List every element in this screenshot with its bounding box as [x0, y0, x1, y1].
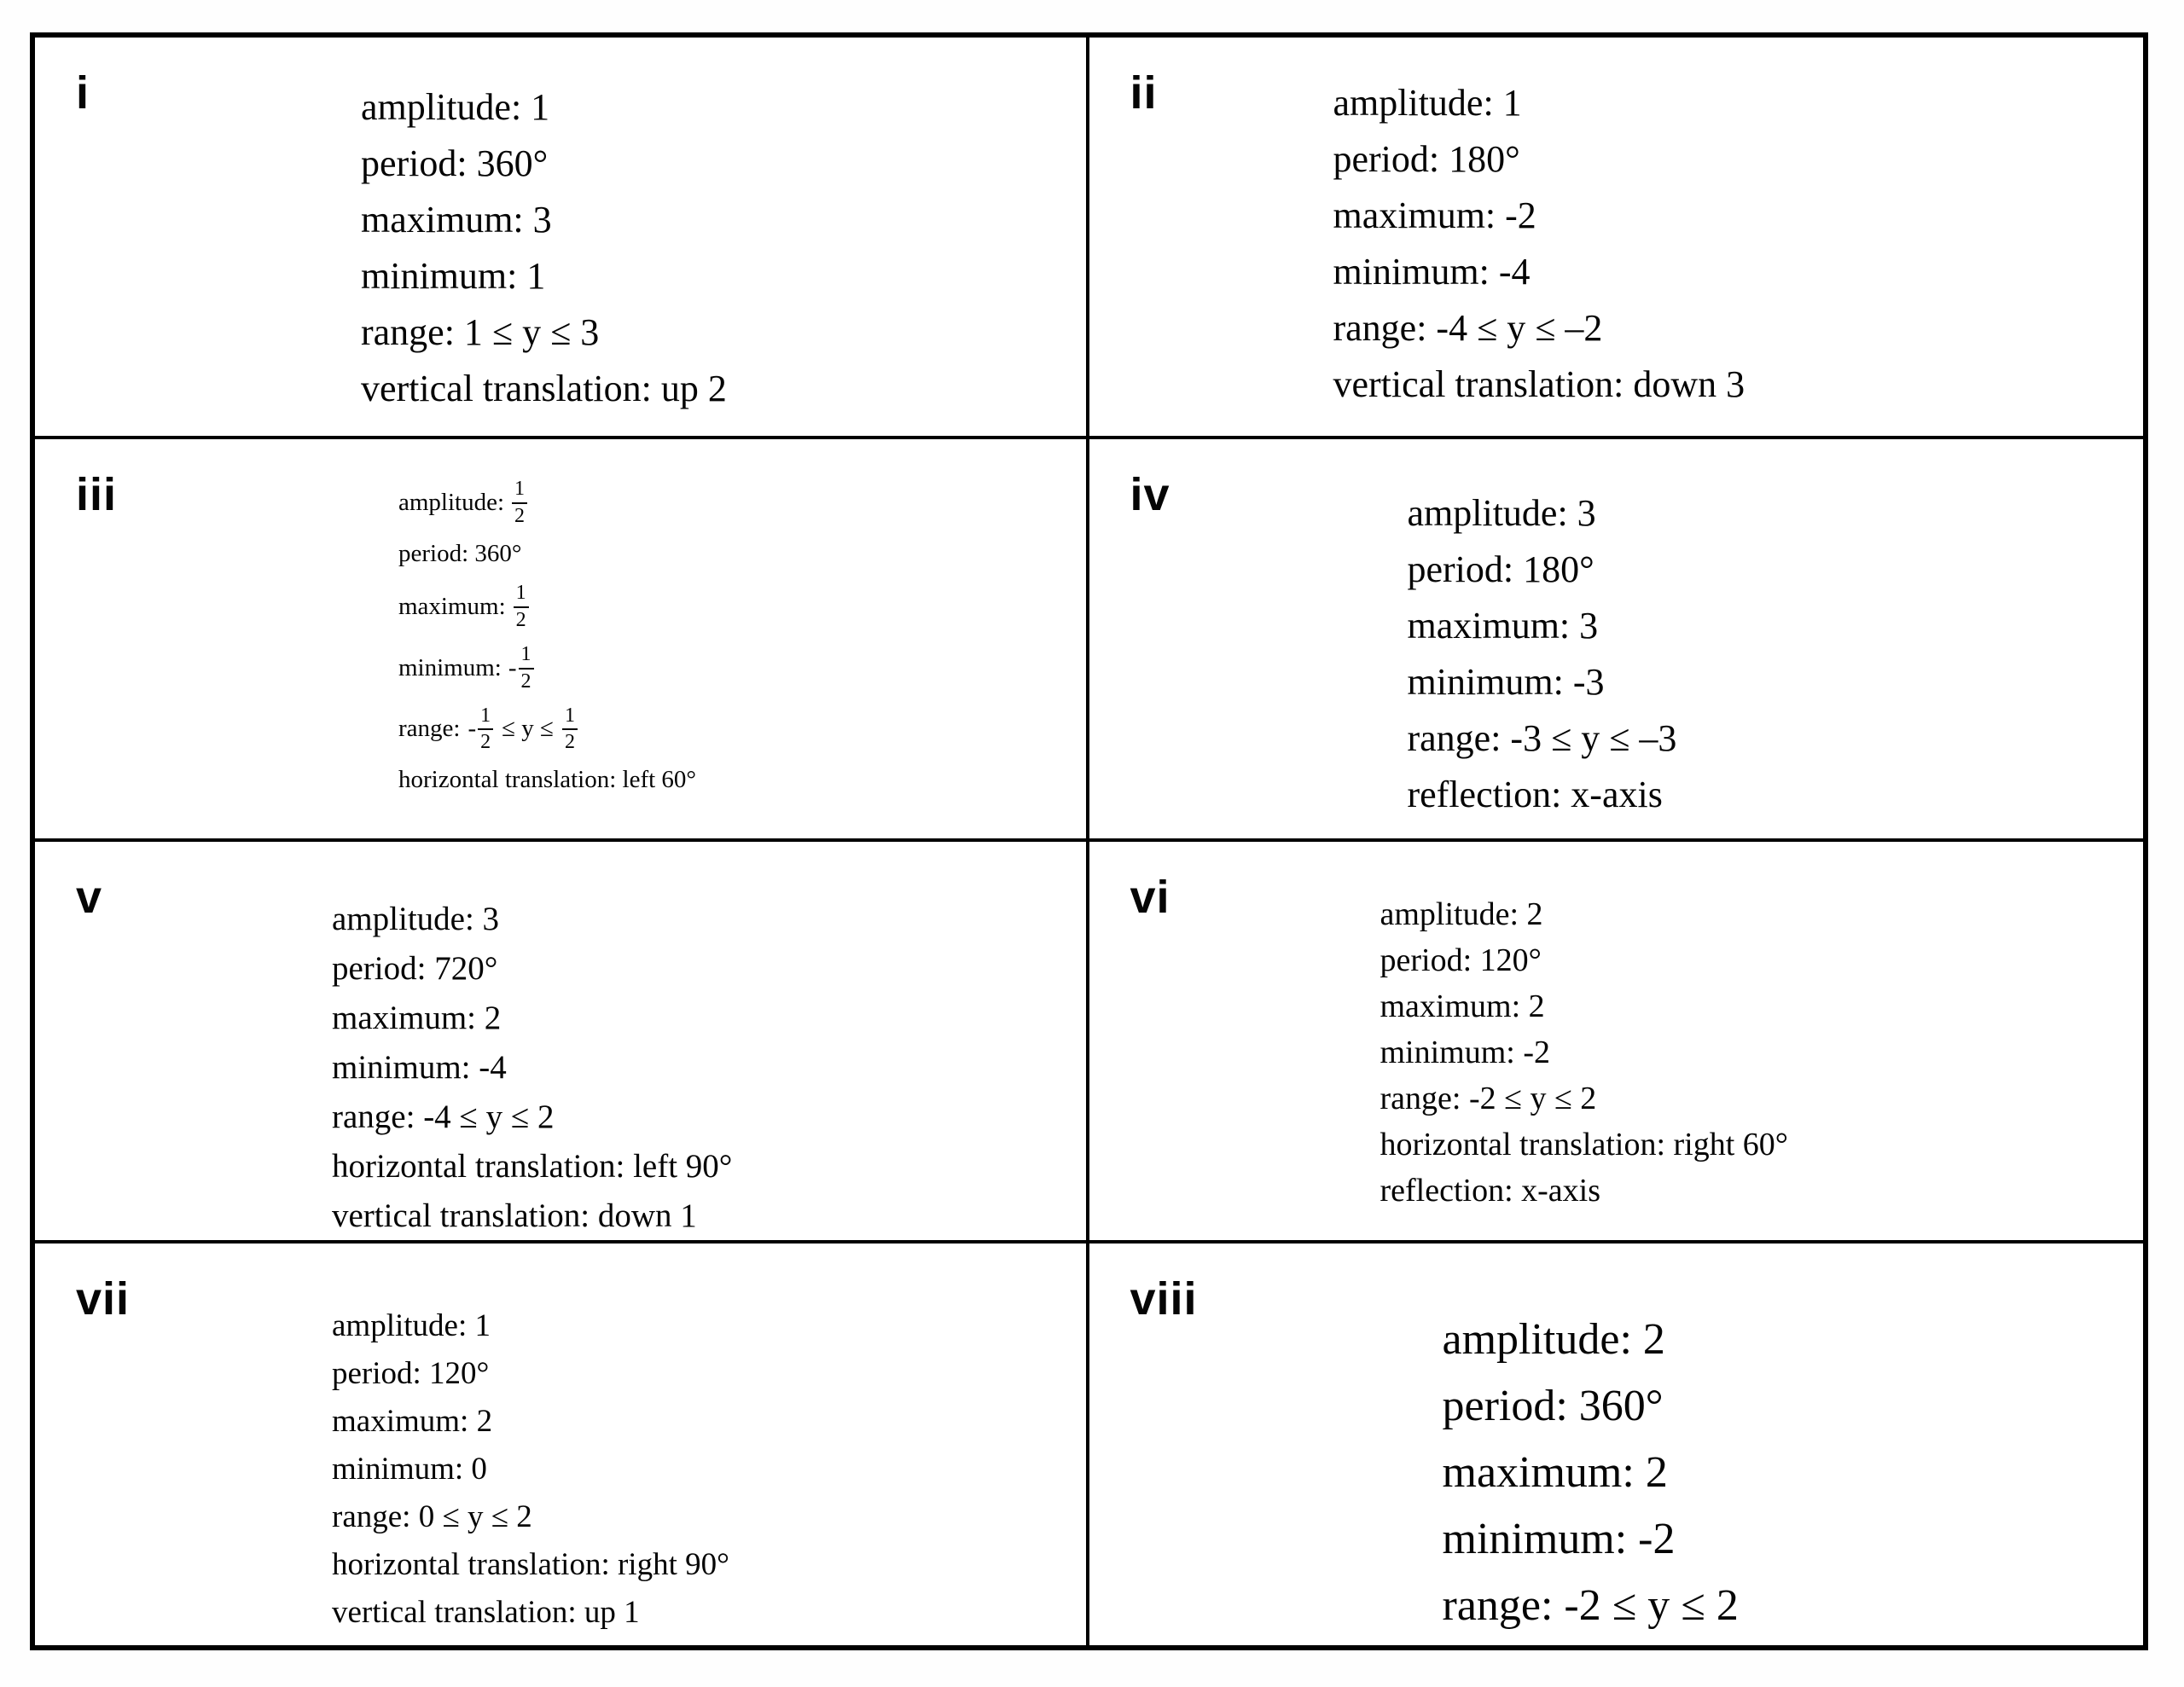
property-label: amplitude:: [398, 489, 505, 517]
cell-ii: ii amplitude: 1 period: 180° maximum: -2…: [1089, 38, 2143, 440]
fraction-denominator: 2: [480, 731, 491, 754]
line-minimum: minimum: 1: [361, 255, 546, 297]
line-maximum: maximum: 2: [1380, 988, 1545, 1024]
cell-ii-content: amplitude: 1 period: 180° maximum: -2 mi…: [1089, 38, 2135, 413]
line-horizontal-translation: horizontal translation: left 90°: [332, 1147, 733, 1185]
line-maximum: maximum: 3: [1407, 605, 1599, 647]
line-period: period: 180°: [1407, 548, 1594, 591]
line-range: range: 0 ≤ y ≤ 2: [332, 1499, 532, 1534]
line-period: period: 180°: [1333, 138, 1520, 180]
cell-vii-label: vii: [76, 1272, 131, 1325]
cell-iv: iv amplitude: 3 period: 180° maximum: 3 …: [1089, 439, 2143, 842]
line-amplitude: amplitude: 1: [332, 1307, 491, 1343]
line-period: period: 360°: [398, 540, 522, 567]
line-maximum: maximum: 3: [361, 199, 552, 241]
cell-vii: vii amplitude: 1 period: 120° maximum: 2…: [35, 1243, 1089, 1645]
cell-viii-label: viii: [1130, 1272, 1198, 1325]
cell-ii-label: ii: [1130, 67, 1158, 119]
line-period: period: 360°: [1442, 1381, 1664, 1430]
line-maximum: maximum: 1 2: [398, 582, 1077, 632]
line-reflection: reflection: x-axis: [1407, 774, 1663, 816]
cell-iv-label: iv: [1130, 469, 1170, 521]
fraction: 1 2: [561, 704, 578, 755]
cell-viii-content: amplitude: 2 period: 360° maximum: 2 min…: [1089, 1244, 2135, 1639]
line-period: period: 120°: [1380, 942, 1542, 978]
fraction: 1 2: [512, 478, 528, 528]
line-vertical-translation: vertical translation: up 2: [361, 368, 727, 409]
minus-sign: -: [508, 653, 517, 681]
fraction-denominator: 2: [520, 670, 531, 693]
cell-vi-content: amplitude: 2 period: 120° maximum: 2 min…: [1089, 842, 2135, 1214]
line-horizontal-translation: horizontal translation: right 60°: [1380, 1126, 1789, 1162]
fraction-denominator: 2: [515, 608, 526, 631]
line-range: range: 1 ≤ y ≤ 3: [361, 311, 600, 353]
cell-iii: iii amplitude: 1 2 period: 360° maximum:…: [35, 439, 1089, 842]
line-amplitude: amplitude: 3: [332, 900, 500, 937]
inequality-text: ≤ y ≤: [502, 715, 554, 743]
line-maximum: maximum: 2: [1442, 1447, 1668, 1497]
line-amplitude: amplitude: 3: [1407, 492, 1596, 535]
line-amplitude: amplitude: 2: [1442, 1314, 1665, 1364]
cell-i-label: i: [76, 67, 90, 119]
fraction-denominator: 2: [564, 731, 575, 754]
answers-table: i amplitude: 1 period: 360° maximum: 3 m…: [30, 32, 2148, 1650]
property-label: maximum:: [398, 592, 506, 620]
line-horizontal-translation: horizontal translation: left 60°: [398, 766, 697, 794]
line-vertical-translation: vertical translation: down 1: [332, 1197, 697, 1234]
line-amplitude: amplitude: 1 2: [398, 478, 1077, 528]
cell-viii: viii amplitude: 2 period: 360° maximum: …: [1089, 1244, 2144, 1645]
line-minimum: minimum: 0: [332, 1451, 487, 1487]
cell-i-content: amplitude: 1 period: 360° maximum: 3 min…: [35, 38, 1077, 417]
cell-iv-content: amplitude: 3 period: 180° maximum: 3 min…: [1089, 439, 2135, 823]
line-period: period: 120°: [332, 1355, 490, 1391]
line-minimum: minimum: -4: [1333, 251, 1531, 293]
cell-iii-label: iii: [76, 469, 118, 521]
line-horizontal-translation: horizontal translation: right 90°: [332, 1546, 729, 1582]
fraction-numerator: 1: [512, 478, 528, 505]
fraction: 1 2: [518, 643, 534, 693]
line-maximum: maximum: -2: [1333, 194, 1536, 236]
fraction-numerator: 1: [478, 704, 494, 731]
line-minimum: minimum: - 1 2: [398, 643, 1077, 693]
cell-i: i amplitude: 1 period: 360° maximum: 3 m…: [35, 38, 1089, 440]
line-vertical-translation: vertical translation: up 1: [332, 1594, 640, 1630]
line-period: period: 360°: [361, 142, 549, 184]
cell-v-label: v: [76, 871, 103, 923]
fraction: 1 2: [513, 582, 529, 632]
line-amplitude: amplitude: 1: [361, 86, 550, 128]
line-range: range: -2 ≤ y ≤ 2: [1380, 1080, 1597, 1116]
line-range: range: -4 ≤ y ≤ –2: [1333, 307, 1603, 349]
line-amplitude: amplitude: 1: [1333, 82, 1522, 124]
cell-vi: vi amplitude: 2 period: 120° maximum: 2 …: [1089, 842, 2143, 1244]
line-minimum: minimum: -3: [1407, 661, 1605, 704]
cell-vi-label: vi: [1130, 871, 1170, 923]
fraction-denominator: 2: [514, 505, 526, 528]
line-range: range: -4 ≤ y ≤ 2: [332, 1098, 555, 1135]
line-maximum: maximum: 2: [332, 999, 502, 1036]
line-vertical-translation: vertical translation: down 3: [1333, 363, 1745, 405]
minus-sign: -: [468, 715, 477, 743]
cell-iii-content: amplitude: 1 2 period: 360° maximum: 1 2…: [35, 439, 1077, 808]
cell-vii-content: amplitude: 1 period: 120° maximum: 2 min…: [35, 1244, 1077, 1637]
line-range: range: - 1 2 ≤ y ≤ 1 2: [398, 704, 1077, 755]
fraction-numerator: 1: [513, 582, 529, 608]
line-reflection: reflection: x-axis: [1380, 1172, 1601, 1209]
line-maximum: maximum: 2: [332, 1403, 493, 1439]
property-label: minimum:: [398, 653, 502, 681]
line-minimum: minimum: -2: [1442, 1514, 1676, 1563]
line-amplitude: amplitude: 2: [1380, 896, 1543, 932]
line-range: range: -2 ≤ y ≤ 2: [1442, 1580, 1739, 1630]
fraction-numerator: 1: [518, 643, 534, 670]
line-range: range: -3 ≤ y ≤ –3: [1407, 717, 1677, 760]
fraction-numerator: 1: [561, 704, 578, 731]
line-period: period: 720°: [332, 949, 498, 987]
property-label: range:: [398, 715, 461, 743]
cell-v: v amplitude: 3 period: 720° maximum: 2 m…: [35, 841, 1089, 1244]
line-minimum: minimum: -2: [1380, 1034, 1551, 1070]
fraction: 1 2: [478, 704, 494, 755]
cell-v-content: amplitude: 3 period: 720° maximum: 2 min…: [35, 842, 1077, 1240]
line-minimum: minimum: -4: [332, 1048, 507, 1086]
